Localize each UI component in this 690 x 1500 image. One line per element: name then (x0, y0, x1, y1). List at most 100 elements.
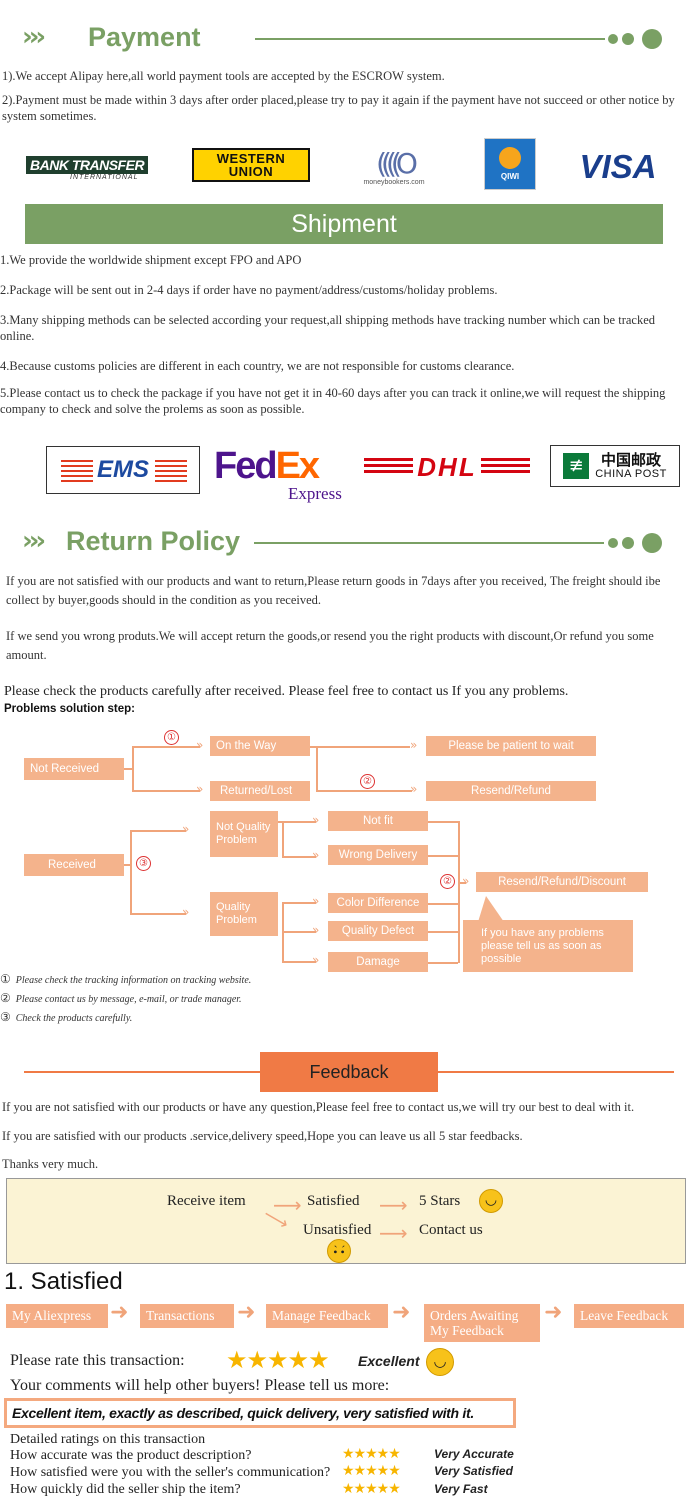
node-quality: Quality Problem (210, 892, 278, 936)
flow-contact-us: Contact us (419, 1222, 483, 1238)
step-my-aliexpress: My Aliexpress (6, 1304, 108, 1328)
flow-receive-item: Receive item (167, 1193, 246, 1209)
node-be-patient: Please be patient to wait (426, 736, 596, 756)
return-policy-title: Return Policy (66, 526, 241, 556)
comments-label: Your comments will help other buyers! Pl… (10, 1377, 390, 1394)
arrow-icon: ⟶ (273, 1193, 302, 1217)
rating-stars-2: ★★★★★ (342, 1463, 401, 1479)
flow-satisfied: Satisfied (307, 1193, 360, 1209)
node-damage: Damage (328, 952, 428, 972)
rating-question-2: How satisfied were you with the seller's… (10, 1465, 331, 1480)
node-not-quality: Not Quality Problem (210, 811, 278, 857)
china-post-logo: ≢ 中国邮政 CHINA POST (550, 445, 680, 487)
node-color-difference: Color Difference (328, 893, 428, 913)
ems-logo: EMS (46, 446, 200, 494)
node-wrong-delivery: Wrong Delivery (328, 845, 428, 865)
rating-value-3: Very Fast (434, 1482, 488, 1496)
step-number-3: ③ (136, 856, 151, 871)
flow-unsatisfied: Unsatisfied (303, 1222, 372, 1238)
arrow-icon: ➜ (544, 1300, 563, 1325)
moneybookers-logo: ((((O moneybookers.com (363, 146, 425, 186)
rating-question-3: How quickly did the seller ship the item… (10, 1482, 241, 1497)
rating-question-1: How accurate was the product description… (10, 1448, 252, 1463)
shipment-item-5: 5.Please contact us to check the package… (0, 386, 666, 416)
return-paragraph-2: If we send you wrong produts.We will acc… (6, 629, 654, 662)
step-number-2b: ② (440, 874, 455, 889)
divider-dot (608, 34, 618, 44)
return-paragraph-1: If you are not satisfied with our produc… (6, 574, 661, 607)
arrow-icon: ⟶ (379, 1221, 408, 1245)
divider-dot (622, 537, 634, 549)
step-leave-feedback: Leave Feedback (574, 1304, 684, 1328)
node-on-the-way: On the Way (210, 736, 310, 756)
node-resend-refund-discount: Resend/Refund/Discount (476, 872, 648, 892)
node-resend-refund: Resend/Refund (426, 781, 596, 801)
happy-face-icon: ◡ (479, 1189, 503, 1213)
rate-value: Excellent (358, 1353, 420, 1369)
step-orders-awaiting: Orders Awaiting My Feedback (424, 1304, 540, 1342)
divider-dot (622, 33, 634, 45)
shipment-item-2: 2.Package will be sent out in 2-4 days i… (0, 283, 498, 297)
step-number-2: ② (360, 774, 375, 789)
rating-value-2: Very Satisfied (434, 1464, 513, 1478)
rate-label: Please rate this transaction: (10, 1352, 185, 1369)
rating-stars-3: ★★★★★ (342, 1481, 401, 1497)
rating-value-1: Very Accurate (434, 1447, 514, 1461)
shipment-item-1: 1.We provide the worldwide shipment exce… (0, 253, 302, 267)
step-manage-feedback: Manage Feedback (266, 1304, 388, 1328)
payment-line-2: 2).Payment must be made within 3 days af… (2, 93, 675, 123)
payment-divider (255, 38, 605, 40)
feedback-paragraph-3: Thanks very much. (2, 1157, 99, 1171)
shipment-title-bar: Shipment (25, 204, 663, 244)
divider-dot (642, 533, 662, 553)
chevrons-icon: ››› (22, 526, 46, 556)
return-divider (254, 542, 604, 544)
detailed-title: Detailed ratings on this transaction (10, 1432, 206, 1447)
arrow-icon: ➜ (392, 1300, 411, 1325)
chevrons-icon: ››› (22, 22, 46, 52)
feedback-divider-right (438, 1071, 674, 1073)
happy-face-icon: ◡ (426, 1348, 454, 1376)
shipment-item-4: 4.Because customs policies are different… (0, 359, 515, 373)
step-note-3: ③ Check the products carefully. (0, 1010, 133, 1024)
step-note-2: ② Please contact us by message, e-mail, … (0, 991, 242, 1005)
arrow-icon: ➜ (237, 1300, 256, 1325)
comment-text: Excellent item, exactly as described, qu… (12, 1405, 474, 1421)
feedback-title-box: Feedback (260, 1052, 438, 1092)
node-returned-lost: Returned/Lost (210, 781, 310, 801)
flow-five-stars: 5 Stars (419, 1193, 461, 1209)
fedex-logo: FedEx Express (214, 445, 342, 503)
sad-face-icon: •̀ •́ (327, 1239, 351, 1263)
feedback-paragraph-1: If you are not satisfied with our produc… (2, 1100, 635, 1114)
divider-dot (642, 29, 662, 49)
steps-title: Problems solution step: (4, 703, 135, 715)
satisfied-heading: 1. Satisfied (4, 1268, 123, 1295)
step-transactions: Transactions (140, 1304, 234, 1328)
arrow-icon: ⟶ (379, 1193, 408, 1217)
bank-transfer-logo: BANK TRANSFER INTERNATIONAL (26, 150, 154, 186)
step-note-1: ① Please check the tracking information … (0, 972, 252, 986)
feedback-title: Feedback (309, 1061, 389, 1082)
node-contact-note: If you have any problems please tell us … (463, 920, 633, 972)
node-not-received: Not Received (24, 758, 124, 780)
comment-box: Excellent item, exactly as described, qu… (4, 1398, 516, 1428)
rating-stars-1: ★★★★★ (342, 1446, 401, 1462)
visa-logo: VISA (579, 148, 657, 185)
return-paragraph-3: Please check the products carefully afte… (4, 684, 569, 699)
payment-line-1: 1).We accept Alipay here,all world payme… (2, 69, 445, 83)
shipment-title: Shipment (291, 209, 397, 238)
step-number-1: ① (164, 730, 179, 745)
feedback-paragraph-2: If you are satisfied with our products .… (2, 1129, 523, 1143)
five-stars-rating: ★★★★★ (226, 1346, 330, 1374)
qiwi-logo: QIWI (484, 138, 536, 190)
node-quality-defect: Quality Defect (328, 921, 428, 941)
node-received: Received (24, 854, 124, 876)
feedback-divider-left (24, 1071, 260, 1073)
arrow-icon: ➜ (110, 1300, 129, 1325)
divider-dot (608, 538, 618, 548)
feedback-flow-box: Receive item ⟶ Satisfied ⟶ 5 Stars ◡ ⟶ U… (6, 1178, 686, 1264)
dhl-logo: DHL (364, 451, 530, 483)
western-union-logo: WESTERN UNION (192, 148, 310, 182)
payment-title: Payment (88, 22, 201, 52)
shipment-item-3: 3.Many shipping methods can be selected … (0, 313, 656, 343)
